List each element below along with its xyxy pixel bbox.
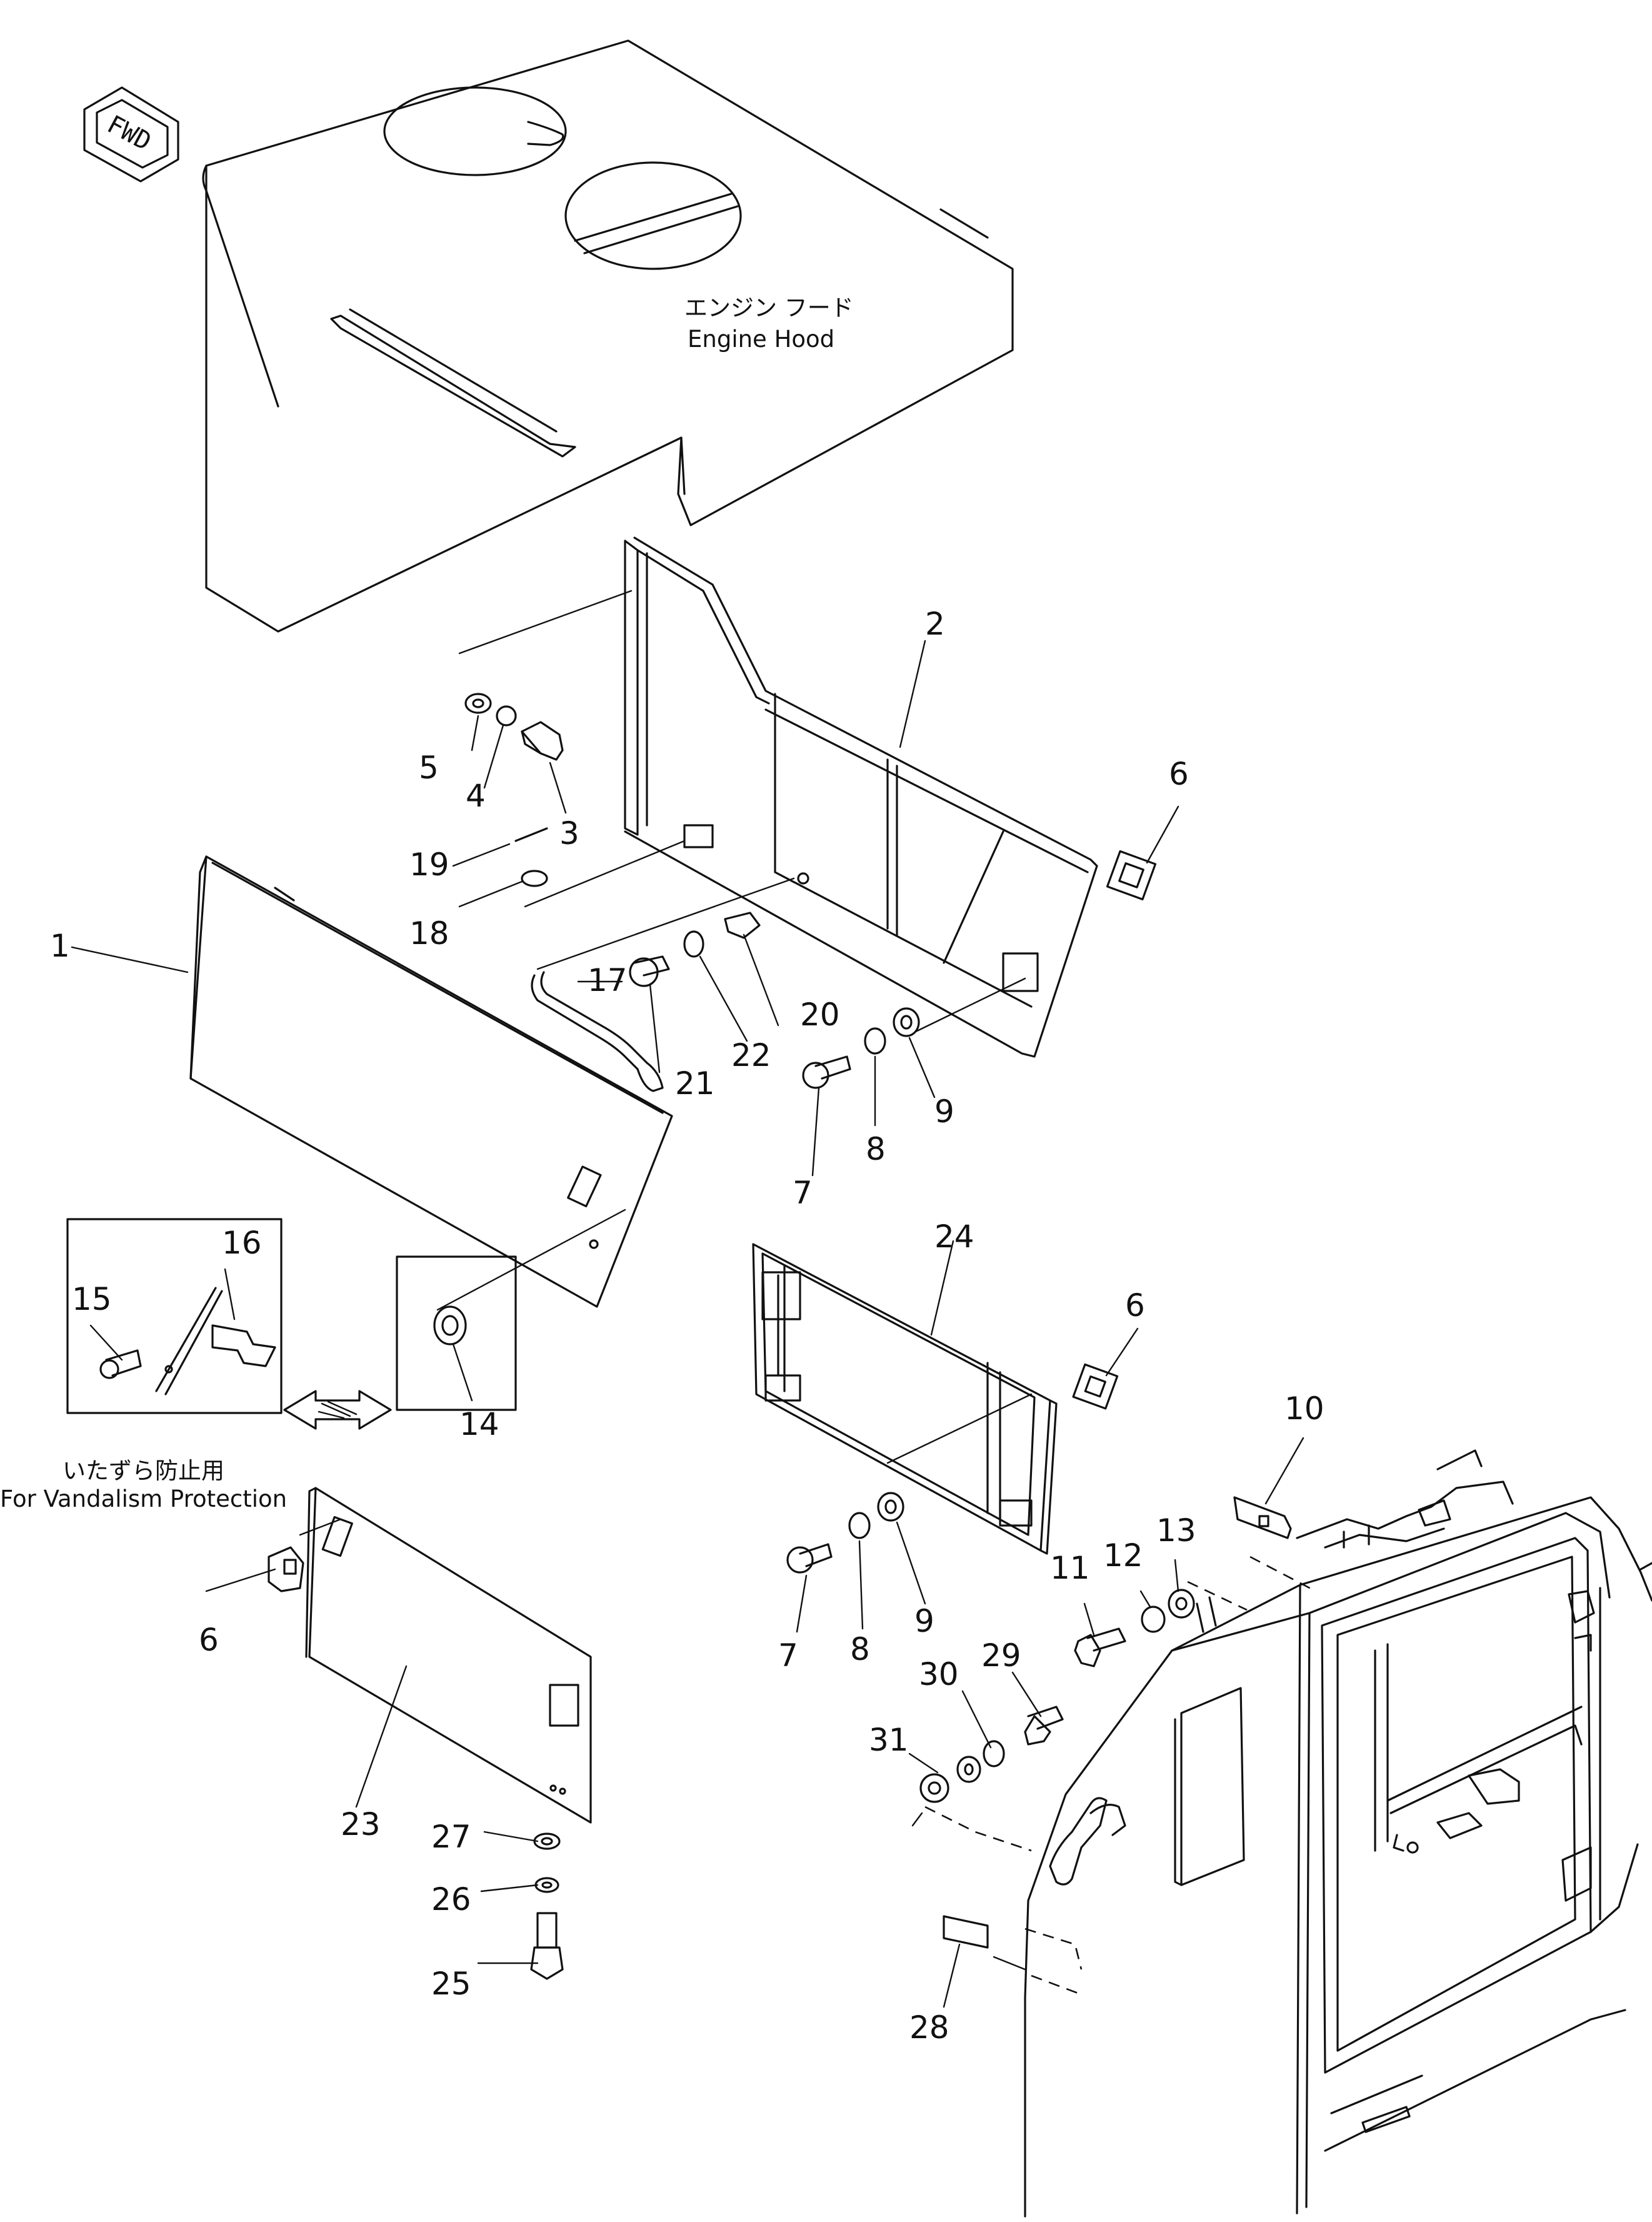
vandal-caption-jp: いたずら防止用 <box>63 1457 224 1484</box>
callout-3: 3 <box>559 815 579 852</box>
callout-15: 15 <box>72 1281 112 1317</box>
engine-hood-caption-jp: エンジン フード <box>684 294 854 321</box>
callout-30: 30 <box>919 1656 959 1692</box>
callout-11: 11 <box>1050 1550 1090 1586</box>
panel-part-23 <box>305 1487 592 1824</box>
screw-7-upper <box>814 1055 851 1080</box>
callout-8-lower: 8 <box>850 1631 870 1667</box>
washer-30 <box>983 1740 1005 1767</box>
callout-1: 1 <box>50 928 70 964</box>
pad-6-upper <box>1106 850 1157 901</box>
callout-5: 5 <box>419 750 439 786</box>
bushing-box-14 <box>396 1255 517 1411</box>
callout-9-lower: 9 <box>914 1603 934 1639</box>
washer-18 <box>521 870 548 887</box>
washer-31a <box>956 1756 981 1783</box>
callout-21: 21 <box>675 1065 715 1102</box>
washer-8-lower <box>848 1512 871 1539</box>
dashed-guides <box>911 1556 1316 1996</box>
bolt-25 <box>536 1912 558 1949</box>
fwd-arrow-icon: FWD <box>83 86 179 183</box>
pad-6-middle <box>1072 1363 1119 1410</box>
washer-31b <box>919 1773 949 1803</box>
callout-20: 20 <box>800 997 840 1033</box>
washer-9-lower <box>877 1492 904 1522</box>
frame-part-2 <box>624 536 1098 1058</box>
callout-27: 27 <box>431 1819 471 1855</box>
callout-14: 14 <box>459 1406 499 1442</box>
panel-part-24 <box>752 1243 1058 1555</box>
callout-29: 29 <box>981 1637 1021 1674</box>
callout-22: 22 <box>731 1037 771 1073</box>
callout-26: 26 <box>431 1881 471 1918</box>
engine-hood: エンジン フード Engine Hood <box>202 39 1014 633</box>
callout-6-middle: 6 <box>1125 1287 1145 1324</box>
vandal-caption-en: For Vandalism Protection <box>0 1486 287 1512</box>
washer-8-upper <box>864 1027 886 1055</box>
engine-hood-caption-en: Engine Hood <box>688 326 834 353</box>
leader-lines <box>299 590 1033 1536</box>
callout-23: 23 <box>341 1806 381 1842</box>
callout-31: 31 <box>869 1722 909 1758</box>
callout-10: 10 <box>1284 1390 1324 1427</box>
washer-26 <box>534 1877 559 1893</box>
callout-18: 18 <box>409 915 449 952</box>
callout-2: 2 <box>925 606 945 642</box>
cab-body <box>1024 1449 1652 2218</box>
washer-12 <box>1141 1606 1166 1633</box>
callout-25: 25 <box>431 1966 471 2002</box>
callout-12: 12 <box>1103 1537 1143 1574</box>
callout-leaders <box>71 640 1304 2008</box>
callout-numbers: 1 2 3 4 5 6 6 6 7 7 8 8 9 9 10 11 12 13 … <box>50 606 1324 2046</box>
callout-28: 28 <box>909 2009 949 2046</box>
vandalism-protection-box <box>66 1218 283 1414</box>
pin-19 <box>514 827 548 842</box>
rod-17 <box>531 974 639 1070</box>
plate-28 <box>943 1915 989 1949</box>
callout-19: 19 <box>409 847 449 883</box>
latch-20 <box>724 912 761 939</box>
callout-7-upper: 7 <box>793 1175 813 1211</box>
door-part-1 <box>189 855 673 1308</box>
screw-7-lower <box>799 1543 833 1567</box>
callout-13: 13 <box>1156 1512 1196 1549</box>
bolt-29 <box>1027 1706 1064 1730</box>
callout-17: 17 <box>588 962 628 998</box>
callout-9-upper: 9 <box>934 1093 954 1130</box>
double-arrow-icon <box>283 1390 392 1430</box>
latch-6-lower <box>268 1546 304 1592</box>
latch-10 <box>1233 1496 1292 1539</box>
callout-8-upper: 8 <box>866 1131 886 1167</box>
callout-7-lower: 7 <box>778 1637 798 1674</box>
hardware-group-3-4-5 <box>464 693 564 761</box>
washer-22 <box>683 930 704 958</box>
callout-16: 16 <box>222 1225 262 1261</box>
callout-24: 24 <box>934 1219 974 1255</box>
callout-6-lower: 6 <box>199 1622 219 1658</box>
bolt-11 <box>1086 1627 1126 1652</box>
washer-9-upper <box>893 1007 920 1037</box>
washer-13 <box>1168 1589 1195 1619</box>
callout-6-upper: 6 <box>1169 756 1189 792</box>
callout-4: 4 <box>466 778 486 814</box>
